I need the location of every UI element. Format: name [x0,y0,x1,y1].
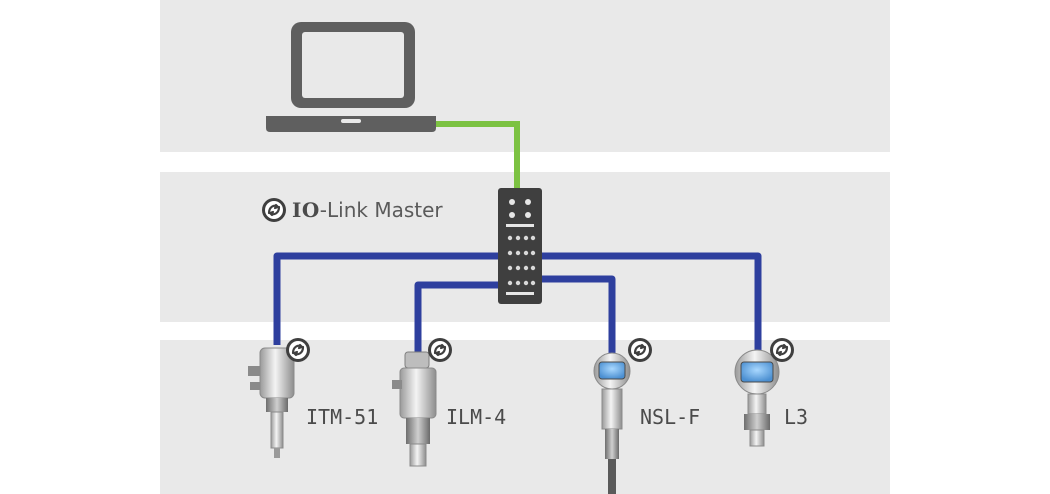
io-link-master-label: IO-Link Master [262,196,443,224]
device-l3-sensor [734,349,780,447]
cable-nsl-f [530,275,616,355]
ethernet-cable [436,121,520,190]
io-link-master-device [498,188,542,304]
io-link-cables [273,252,762,355]
device-label-itm-51: ITM-51 [306,405,379,429]
device-itm-51-sensor [248,347,295,458]
master-brand-text: IO [292,198,320,222]
cable-itm-51 [273,252,505,345]
laptop-icon [266,22,436,132]
device-label-l3: L3 [784,405,809,429]
device-nsl-f-sensor [593,352,631,494]
master-rest-text: -Link Master [319,198,443,222]
device-ilm-4-sensor [392,351,437,467]
io-link-badge-icon [626,336,654,364]
cable-l3 [530,252,762,350]
io-link-badge-icon [426,336,454,364]
device-label-ilm-4: ILM-4 [446,405,507,429]
io-link-logo-icon [262,198,286,222]
io-link-badge-icon [768,336,796,364]
io-link-badge-icon [284,336,312,364]
device-label-nsl-f: NSL-F [640,405,701,429]
cable-ilm-4 [414,281,505,355]
